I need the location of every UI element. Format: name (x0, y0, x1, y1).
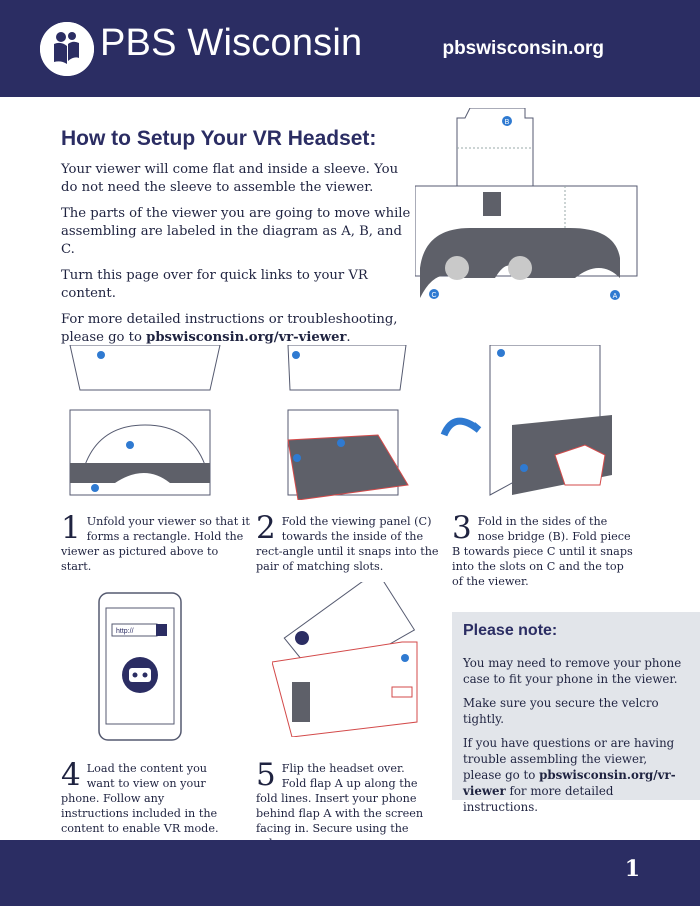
site-url: pbswisconsin.org (442, 38, 604, 59)
note-body: You may need to remove your phone case t… (463, 655, 688, 823)
label-b: B (505, 119, 510, 126)
step-5-text: Flip the headset over. Fold flap A up al… (256, 762, 424, 850)
label-c-marker (429, 289, 439, 299)
step-5: 5 Flip the headset over. Fold flap A up … (256, 757, 431, 851)
note-paragraph-1: You may need to remove your phone case t… (463, 656, 682, 686)
note-title: Please note: (463, 622, 558, 639)
brand-name: PBS Wisconsin (100, 22, 363, 64)
page-number: 1 (624, 856, 640, 882)
note-paragraph-2: Make sure you secure the velcro tightly. (463, 696, 659, 726)
step-2-number: 2 (256, 510, 276, 546)
step-3-number: 3 (452, 510, 472, 546)
pbs-logo-icon (40, 22, 94, 76)
step-3-illustration (440, 344, 620, 505)
intro-paragraph-1: Your viewer will come flat and inside a … (61, 162, 399, 195)
step-3: 3 Fold in the sides of the nose bridge (… (452, 510, 637, 589)
step-5-number: 5 (256, 757, 276, 793)
note-vr-viewer-link[interactable]: pbswisconsin.org/vr-viewer (463, 768, 676, 798)
step-1-text: Unfold your viewer so that it forms a re… (61, 515, 250, 573)
step-1-number: 1 (61, 510, 81, 546)
intro-paragraph-3: Turn this page over for quick links to y… (61, 268, 368, 301)
intro-p4-prefix: For more detailed instructions or troubl… (61, 312, 398, 345)
step-3-text: Fold in the sides of the nose bridge (B)… (452, 515, 633, 588)
page-title: How to Setup Your VR Headset: (61, 127, 377, 150)
note-p3-prefix: If you have questions or are having trou… (463, 736, 675, 782)
step-4: 4 Load the content you want to view on y… (61, 757, 231, 836)
note-paragraph-3: If you have questions or are having trou… (463, 735, 688, 815)
step-2: 2 Fold the viewing panel (C) towards the… (256, 510, 446, 574)
step-2-illustration (280, 344, 410, 501)
please-note-box: Please note: You may need to remove your… (452, 612, 700, 814)
label-c: C (431, 292, 436, 299)
step-4-phone-illustration: http:// (98, 592, 183, 742)
intro-text: Your viewer will come flat and inside a … (61, 161, 411, 355)
step-2-text: Fold the viewing panel (C) towards the i… (256, 515, 439, 573)
step-5-illustration (271, 578, 432, 738)
vr-viewer-link[interactable]: pbswisconsin.org/vr-viewer (146, 330, 347, 345)
footer-bar: 1 (0, 840, 700, 906)
intro-p4-suffix: . (346, 330, 351, 345)
flat-viewer-diagram: B C A (414, 107, 640, 313)
header-bar: PBS Wisconsin pbswisconsin.org (0, 0, 700, 97)
label-a-marker (610, 290, 620, 300)
url-field: http:// (116, 628, 134, 635)
step-4-number: 4 (61, 757, 81, 793)
intro-paragraph-4: For more detailed instructions or troubl… (61, 311, 411, 347)
label-b-marker (502, 116, 512, 126)
note-p3-suffix: for more detailed instructions. (463, 784, 614, 814)
step-4-text: Load the content you want to view on you… (61, 762, 219, 835)
step-1: 1 Unfold your viewer so that it forms a … (61, 510, 251, 574)
intro-paragraph-2: The parts of the viewer you are going to… (61, 206, 411, 257)
step-1-illustration (60, 344, 225, 500)
label-a: A (613, 293, 618, 300)
